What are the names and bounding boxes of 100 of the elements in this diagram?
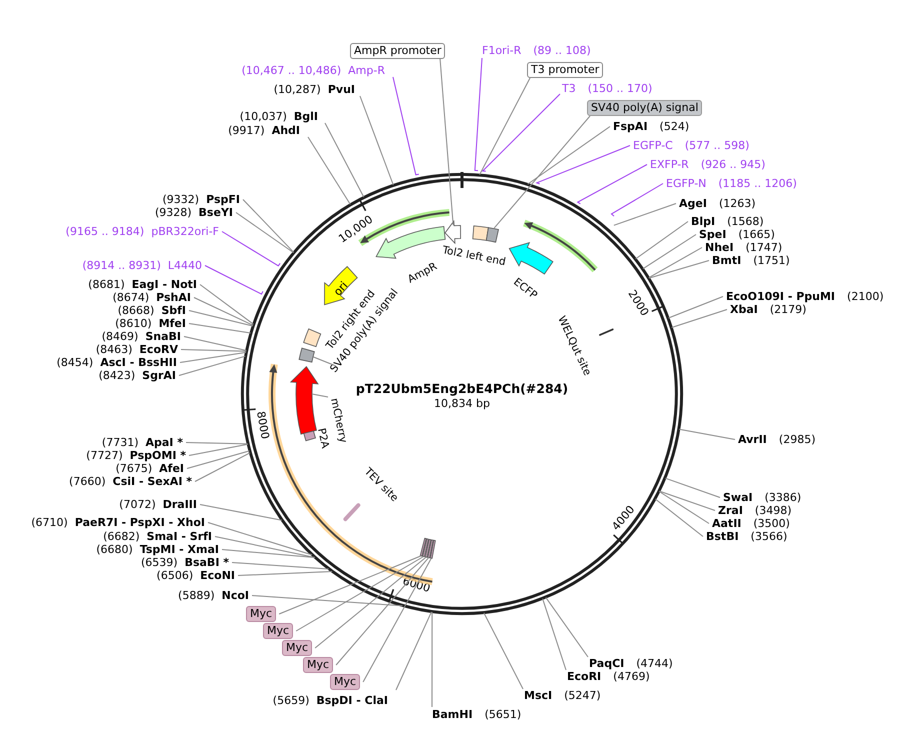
restriction-site-label: ZraI (3498) (718, 504, 792, 517)
restriction-site-label: AgeI (1263) (679, 197, 756, 210)
feature-name: ori (331, 279, 350, 298)
feature-label: Myc (282, 640, 312, 656)
restriction-site-label: (8668) SbfI (118, 304, 186, 317)
leader-line (336, 557, 430, 666)
leader-line (362, 558, 432, 682)
restriction-site-label: (8454) AscI - BssHII (56, 356, 177, 369)
restriction-site-label: (9332) PspFI (162, 193, 240, 206)
restriction-site-label: BamHI (5651) (432, 708, 522, 721)
leader-line (236, 212, 294, 254)
restriction-site-label: (6506) EcoNI (156, 569, 235, 582)
restriction-site-label: (9328) BseYI (154, 206, 233, 219)
restriction-site-label: (9917) AhdI (228, 124, 300, 137)
leader-line (204, 265, 264, 295)
restriction-site-label: (7072) DraIII (119, 498, 197, 511)
restriction-site-label: (10,287) PvuI (274, 83, 355, 96)
leader-line (396, 611, 432, 690)
leader-line (392, 76, 420, 176)
feature-mark (599, 328, 614, 336)
feature-block (422, 538, 429, 558)
feature-block (430, 540, 436, 559)
restriction-site-label: (8610) MfeI (115, 317, 186, 330)
restriction-site-label: BlpI (1568) (691, 215, 764, 228)
restriction-site-label: (5889) NcoI (178, 589, 249, 602)
restriction-site-label: (6682) SmaI - SrfI (103, 530, 212, 543)
leader-line (648, 260, 710, 279)
feature-block (424, 539, 432, 558)
leader-line (222, 231, 281, 266)
leader-line (188, 323, 252, 334)
primer-label: (8914 .. 8931) L4440 (82, 259, 202, 272)
leader-line (494, 116, 590, 229)
leader-line (474, 58, 482, 172)
feature-name: mCherry (328, 397, 350, 444)
leader-line (313, 356, 336, 366)
leader-line (545, 596, 588, 658)
feature-shape (444, 220, 461, 244)
leader-line (576, 164, 648, 204)
restriction-site-label: (8681) EagI - NotI (88, 278, 197, 291)
leader-line (308, 136, 351, 205)
leader-line (635, 221, 688, 260)
restriction-site-label: (8423) SgrAI (98, 369, 176, 382)
restriction-site-label: (7731) ApaI * (102, 436, 183, 449)
feature-block (298, 348, 315, 362)
leader-line (222, 549, 316, 558)
leader-line (648, 247, 702, 278)
restriction-site-label: (8674) PshAI (112, 291, 191, 304)
leader-line (642, 234, 696, 270)
leader-line (208, 522, 312, 556)
restriction-site-label: (5659) BspDI - ClaI (272, 694, 388, 707)
feature-name: Tol2 left end (441, 244, 507, 268)
feature-shape (508, 242, 554, 274)
feature-label: Myc (263, 623, 294, 639)
restriction-site-label: (10,037) BglI (240, 110, 318, 123)
leader-line (668, 296, 724, 318)
leader-line (432, 612, 433, 708)
restriction-site-label: NheI (1747) (705, 241, 782, 254)
feature-block (420, 538, 427, 556)
leader-line (200, 284, 254, 325)
leader-line (360, 96, 394, 186)
primer-label: EGFP-N (1185 .. 1206) (666, 177, 797, 190)
feature-label: Myc (330, 674, 360, 690)
feature-mark (343, 503, 360, 522)
leader-line (278, 555, 422, 614)
leader-line (238, 571, 333, 576)
primer-label: T3 (150 .. 170) (562, 82, 652, 95)
restriction-site-label: AatII (3500) (712, 517, 790, 530)
primer-label: EGFP-C (577 .. 598) (633, 139, 750, 152)
tick-label: 8000 (254, 410, 272, 440)
restriction-site-label: (7675) AfeI (116, 462, 184, 475)
leader-line (542, 598, 566, 670)
leader-line (180, 352, 246, 363)
feature-block (486, 227, 499, 243)
restriction-site-label: (7727) PspOMI * (86, 449, 186, 462)
leader-line (527, 126, 610, 185)
leader-line (654, 498, 704, 537)
restriction-site-label: AvrII (2985) (738, 433, 816, 446)
leader-line (658, 490, 716, 511)
restriction-site-label: FspAI (524) (613, 120, 690, 133)
leader-line (482, 94, 560, 172)
primer-label: F1ori-R (89 .. 108) (482, 44, 591, 57)
restriction-site-label: EcoO109I - PpuMI (2100) (726, 290, 884, 303)
leader-line (314, 556, 427, 648)
feature-shape (290, 366, 318, 435)
leader-line (188, 444, 248, 456)
feature-label: T3 promoter (527, 62, 604, 78)
leader-line (194, 452, 250, 482)
feature-label: Myc (246, 606, 276, 622)
leader-line (186, 442, 248, 444)
restriction-site-label: BmtI (1751) (712, 254, 790, 267)
leader-line (188, 310, 254, 326)
restriction-site-label: BstBI (3566) (706, 530, 788, 543)
leader-line (200, 504, 282, 521)
leader-line (483, 612, 524, 690)
primer-label: (10,467 .. 10,486) Amp-R (242, 64, 385, 77)
primer-label: (9165 .. 9184) pBR322ori-F (66, 225, 219, 238)
restriction-site-label: SpeI (1665) (699, 228, 775, 241)
restriction-site-label: (6539) BsaBI * (141, 556, 229, 569)
restriction-site-label: (6680) TspMI - XmaI (96, 543, 219, 556)
restriction-site-label: (7660) CsiI - SexAI * (69, 475, 192, 488)
